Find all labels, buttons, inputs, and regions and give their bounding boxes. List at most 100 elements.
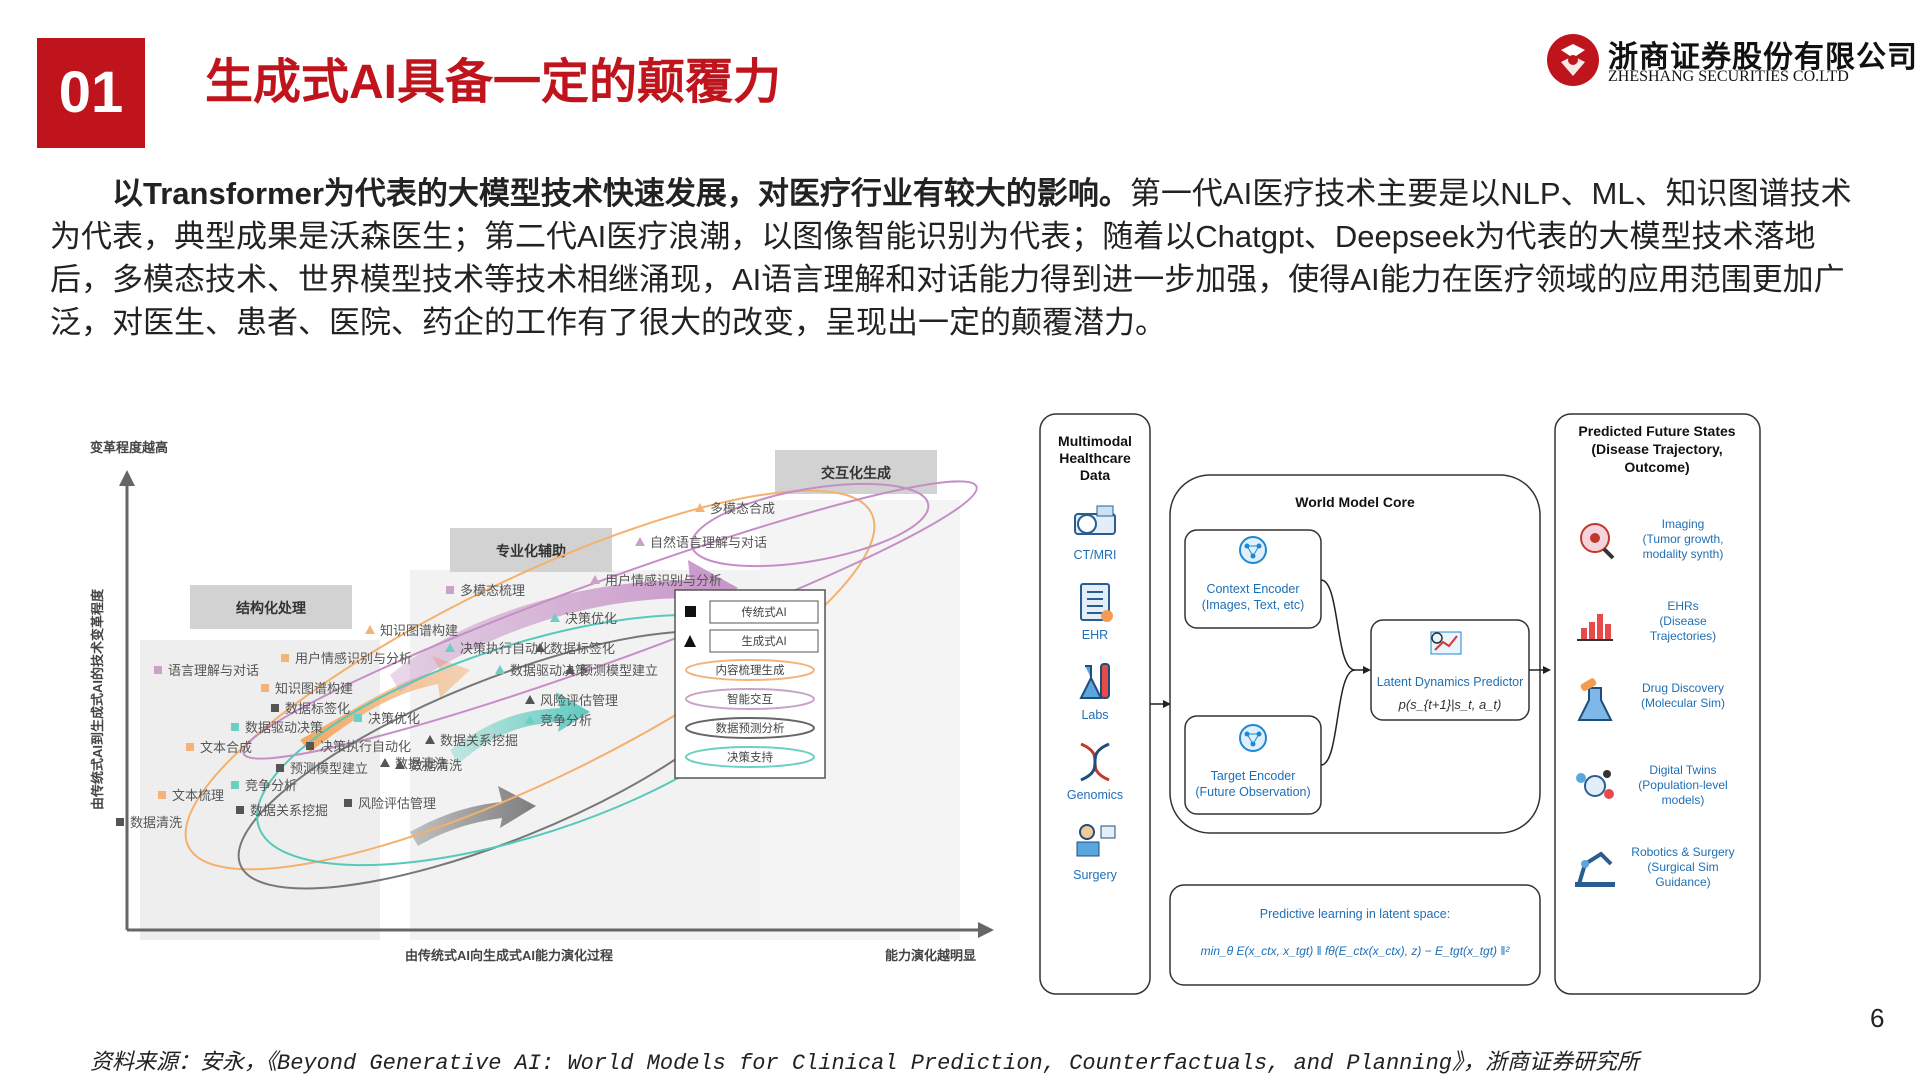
chart-axes (119, 470, 994, 938)
stage-label-3: 交互化生成 (821, 465, 891, 481)
source-citation: 资料来源：安永，《Beyond Generative AI: World Mod… (90, 1051, 1639, 1076)
legend-item: 决策支持 (685, 746, 815, 768)
input-label: Surgery (1073, 868, 1118, 882)
point-label: 数据关系挖掘 (250, 803, 328, 818)
point-label: 知识图谱构建 (275, 681, 353, 696)
triangle-marker (380, 758, 390, 767)
triangle-marker (425, 735, 435, 744)
point-label: 多模态合成 (710, 501, 775, 516)
stage-bg-1 (140, 640, 380, 940)
point-label: 文本梳理 (172, 788, 224, 803)
legend-label: 决策支持 (727, 750, 773, 764)
chart-point: 自然语言理解与对话 (635, 535, 767, 550)
ai-evolution-figure: 变革程度越高 由传统式AI到生成式AI的技术变革程度 由传统式AI向生成式AI能… (90, 440, 994, 963)
point-label: 数据关系挖掘 (440, 733, 518, 748)
imaging-icon (1580, 523, 1615, 560)
input-item: CT/MRI (1073, 505, 1117, 562)
chart-point: 多模态梳理 (446, 583, 525, 598)
legend-item: 内容梳理生成 (685, 659, 815, 681)
point-label: 用户情感识别与分析 (295, 651, 412, 666)
company-name-en: ZHESHANG SECURITIES CO.LTD (1608, 68, 1849, 85)
stage-box-2 (450, 528, 612, 572)
legend-label: 数据预测分析 (716, 721, 785, 735)
triangle-marker (590, 575, 600, 584)
chart-point: 数据关系挖掘 (425, 733, 518, 748)
section-number-badge: 01 (37, 38, 145, 148)
surgeon-icon (1076, 824, 1116, 857)
lab-flask-icon (1079, 663, 1110, 699)
chart-point: 知识图谱构建 (261, 681, 353, 696)
stage-box-1 (190, 585, 352, 629)
triangle-marker (535, 643, 545, 652)
point-label: 竞争分析 (245, 778, 297, 793)
triangle-marker (565, 665, 575, 674)
legend-label: 生成式AI (741, 634, 786, 648)
square-marker (281, 654, 289, 662)
outputs-panel (1554, 413, 1761, 995)
triangle-marker (525, 715, 535, 724)
square-marker (276, 764, 284, 772)
point-label: 决策优化 (368, 711, 420, 726)
point-label: 风险评估管理 (540, 693, 618, 708)
y-axis-label: 由传统式AI到生成式AI的技术变革程度 (90, 588, 105, 810)
input-item: Genomics (1067, 742, 1123, 802)
outputs-title: Predicted Future States(Disease Trajecto… (1578, 423, 1735, 475)
chart-point: 数据清洗 (116, 815, 182, 830)
stage-label-2: 专业化辅助 (496, 543, 566, 559)
point-label: 语言理解与对话 (168, 663, 259, 678)
triangle-marker (495, 665, 505, 674)
chart-point: 预测模型建立 (565, 663, 658, 678)
point-label: 用户情感识别与分析 (605, 573, 722, 588)
point-label: 数据驱动决策 (245, 720, 323, 735)
predictor-formula: p(s_{t+1}|s_t, a_t) (1398, 697, 1502, 712)
loss-formula: min_θ E(x_ctx, x_tgt) ‖ fθ(E_ctx(x_ctx),… (1201, 944, 1511, 958)
digital-twin-icon (1576, 770, 1614, 799)
square-marker (231, 723, 239, 731)
ehr-chart-icon (1577, 614, 1613, 641)
square-marker (116, 818, 124, 826)
legend-label: 智能交互 (727, 692, 773, 706)
square-marker (236, 806, 244, 814)
square-marker (344, 799, 352, 807)
x-axis-right-label: 能力演化越明显 (885, 948, 976, 963)
chart-point: 文本合成 (186, 740, 252, 755)
chart-point: 用户情感识别与分析 (281, 651, 412, 666)
square-marker (231, 781, 239, 789)
orange-arrow (300, 656, 470, 752)
point-label: 数据清洗 (130, 815, 182, 830)
context-encoder-label: Context Encoder(Images, Text, etc) (1202, 582, 1305, 612)
point-label: 预测模型建立 (580, 663, 658, 678)
input-item: EHR (1080, 583, 1113, 642)
chart-point: 决策执行自动化 (306, 739, 411, 754)
legend-label: 内容梳理生成 (716, 663, 785, 677)
point-label: 决策执行自动化 (320, 739, 411, 754)
square-marker (158, 791, 166, 799)
chart-point: 竞争分析 (525, 713, 592, 728)
point-label: 决策执行自动化 (460, 641, 551, 656)
triangle-marker (445, 643, 455, 652)
chart-point: 数据驱动决策 (495, 663, 588, 678)
square-marker (261, 684, 269, 692)
page-title: 生成式AI具备一定的颠覆力 (205, 56, 782, 109)
input-label: EHR (1082, 628, 1108, 642)
analytics-icon (1430, 631, 1462, 655)
robot-arm-icon (1575, 851, 1615, 887)
point-label: 数据标签化 (285, 701, 350, 716)
square-marker (354, 714, 362, 722)
intro-lead-sentence: 以Transformer为代表的大模型技术快速发展，对医疗行业有较大的影响。 (112, 176, 1130, 211)
point-label: 数据清洗 (410, 758, 462, 773)
point-label: 知识图谱构建 (380, 623, 458, 638)
input-item: Labs (1079, 663, 1110, 722)
chart-point: 数据清洗 (380, 756, 447, 771)
chart-point: 预测模型建立 (276, 761, 368, 776)
triangle-marker (550, 613, 560, 622)
point-label: 数据驱动决策 (510, 663, 588, 678)
company-logo: 浙商证券股份有限公司 ZHESHANG SECURITIES CO.LTD (1545, 32, 1917, 92)
input-label: Labs (1081, 708, 1108, 722)
output-item: Drug Discovery(Molecular Sim) (1577, 678, 1725, 721)
intro-paragraph: 以Transformer为代表的大模型技术快速发展，对医疗行业有较大的影响。第一… (50, 172, 1870, 344)
legend-label: 传统式AI (741, 605, 786, 619)
